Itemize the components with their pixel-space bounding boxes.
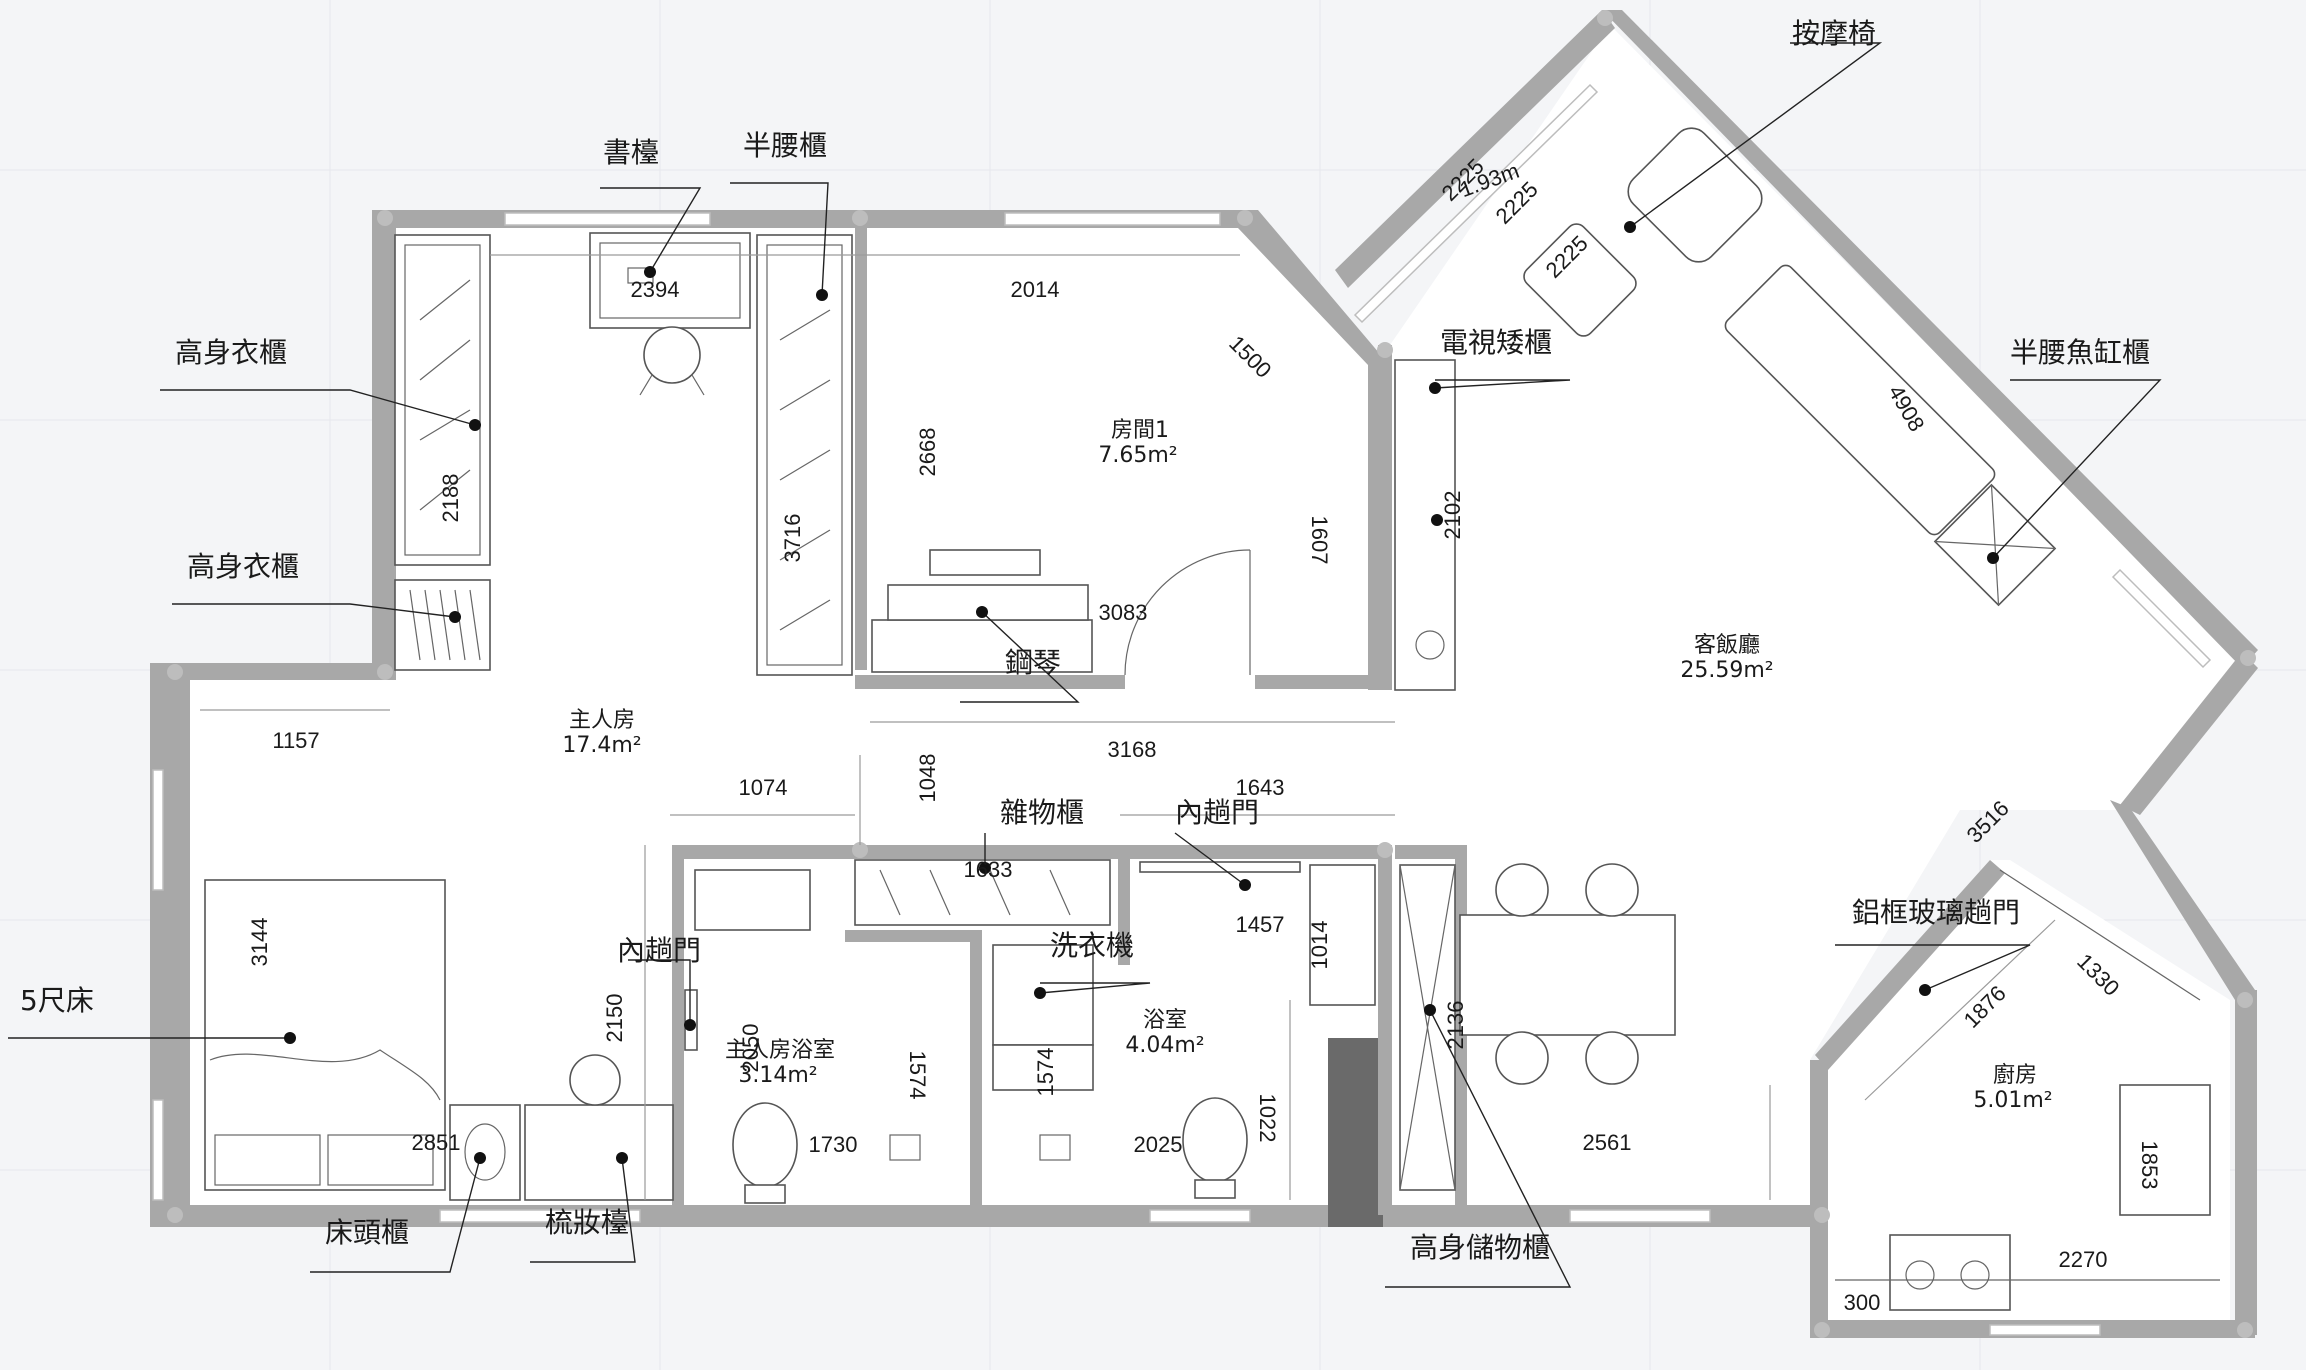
windows [152,83,2212,1336]
dim-300: 300 [1844,1290,1881,1315]
room-kitchen-area: 5.01m² [1973,1088,2052,1113]
room-room1-area: 7.65m² [1098,443,1177,468]
room-bathroom-name: 浴室 [1143,1008,1187,1033]
dim-1853: 1853 [2137,1141,2162,1190]
room-master-bath-name: 主人房浴室 [725,1038,835,1063]
interior-walls [672,225,1467,1215]
dim-1074: 1074 [739,775,788,800]
callout-wardrobe-1: 高身衣櫃 [175,336,287,369]
room-living-name: 客飯廳 [1694,633,1760,658]
dim-1607: 1607 [1307,516,1332,565]
callout-bedside-cabinet: 床頭櫃 [325,1216,409,1249]
room-room1-name: 房間1 [1111,418,1169,443]
callout-aquarium-cabinet: 半腰魚缸櫃 [2010,336,2150,369]
dim-2050: 2050 [738,1024,763,1073]
dim-2561: 2561 [1583,1130,1632,1155]
room-master-bath-area: 3.14m² [738,1063,817,1088]
callout-inner-door-2: 內趟門 [1175,796,1259,829]
dim-2014: 2014 [1011,277,1060,302]
dim-1022: 1022 [1255,1094,1280,1143]
dim-3168: 3168 [1108,737,1157,762]
dim-2851: 2851 [412,1130,461,1155]
dimension-lines [200,254,2056,1200]
dim-2668: 2668 [915,428,940,477]
structural-columns [167,10,2256,1338]
dim-1574-a: 1574 [905,1051,930,1100]
callout-tall-storage: 高身儲物櫃 [1410,1231,1550,1264]
room-master-bedroom-name: 主人房 [569,708,635,733]
callout-leaders [8,42,2162,1288]
dim-1157: 1157 [272,728,319,753]
callout-dressing-table: 梳妝檯 [545,1206,629,1239]
callout-inner-door-1: 內趟門 [617,934,701,967]
dim-2102: 2102 [1440,491,1465,540]
dim-1048: 1048 [915,754,940,803]
room-living-area: 25.59m² [1680,658,1773,683]
dim-1643: 1643 [1236,775,1285,800]
callout-study-desk: 書檯 [603,136,659,169]
callout-massage-chair: 按摩椅 [1792,17,1876,50]
callout-piano: 鋼琴 [1005,646,1061,679]
callout-wardrobe-2: 高身衣櫃 [187,550,299,583]
callout-half-cabinet: 半腰櫃 [743,129,827,162]
callout-washing-machine: 洗衣機 [1050,929,1134,962]
callout-glass-sliding-door: 鋁框玻璃趟門 [1852,896,2020,929]
room-master-bedroom-area: 17.4m² [562,733,641,758]
dim-1633: 1633 [964,857,1013,882]
room-bathroom-area: 4.04m² [1125,1033,1204,1058]
callout-storage-cabinet: 雜物櫃 [1000,796,1084,829]
dim-1014: 1014 [1307,921,1332,970]
dim-3144: 3144 [247,918,272,967]
callout-labels: 書檯 半腰櫃 高身衣櫃 高身衣櫃 5尺床 內趟門 床頭櫃 梳妝檯 鋼琴 雜物櫃 … [20,17,2150,1264]
room-labels: 主人房 17.4m² 房間1 7.65m² 客飯廳 25.59m² 主人房浴室 … [562,418,2052,1113]
room-kitchen-name: 廚房 [1993,1063,2037,1088]
dim-1457: 1457 [1236,912,1285,937]
dim-2150: 2150 [602,994,627,1043]
dim-1730: 1730 [809,1132,858,1157]
dim-2188: 2188 [438,474,463,523]
dim-1574-b: 1574 [1033,1048,1058,1097]
dim-3716: 3716 [780,514,805,563]
callout-double-bed: 5尺床 [20,984,94,1017]
dim-2025: 2025 [1134,1132,1183,1157]
callout-tv-cabinet: 電視矮櫃 [1440,326,1552,359]
dim-2394: 2394 [631,277,680,302]
dim-3083: 3083 [1099,600,1148,625]
dim-2270: 2270 [2059,1247,2108,1272]
dim-2136: 2136 [1443,1001,1468,1050]
